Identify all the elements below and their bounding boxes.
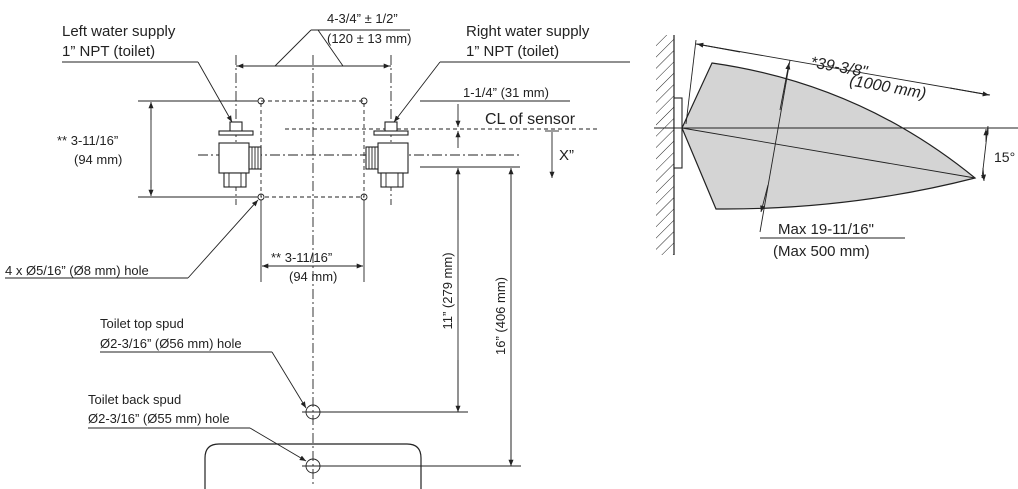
top-spud-label-2: Ø2-3/16” (Ø56 mm) hole	[100, 336, 242, 351]
angle-label: 15°	[994, 149, 1015, 165]
right-valve	[365, 121, 409, 188]
mounting-plate	[260, 100, 365, 198]
spacing-leader-left	[274, 29, 312, 67]
width-dim-line	[759, 59, 791, 233]
x-dim-label: X”	[559, 147, 574, 164]
toilet-tank-outline	[204, 443, 422, 489]
sensor-offset-label: 1-1/4” (31 mm)	[463, 85, 549, 100]
left-valve	[218, 121, 262, 188]
range-dim-line	[695, 43, 991, 96]
back-spud-label-2: Ø2-3/16” (Ø55 mm) hole	[88, 411, 230, 426]
right-supply-label-1: Right water supply	[466, 23, 590, 40]
dim-11-label: 11” (279 mm)	[440, 252, 455, 329]
mount-hole	[360, 97, 368, 105]
sensor-housing	[673, 97, 683, 169]
horizontal-pitch-label-1: ** 3-11/16”	[271, 250, 332, 265]
horizontal-pitch-label-2: (94 mm)	[289, 269, 337, 284]
sensor-range-view: *39-3/8" (1000 mm) 15° Max 19-11/16" (Ma…	[654, 35, 1018, 260]
left-supply-label-1: Left water supply	[62, 23, 176, 40]
spacing-leader-right	[317, 29, 344, 67]
spacing-label-1: 4-3/4” ± 1/2”	[327, 11, 398, 26]
back-spud-label-1: Toilet back spud	[88, 392, 181, 407]
dim-16-label: 16” (406 mm)	[493, 277, 508, 355]
wall-hatch	[656, 35, 674, 255]
plan-view: 4-3/4” ± 1/2” (120 ± 13 mm) Left water s…	[5, 11, 630, 489]
right-supply-label-2: 1” NPT (toilet)	[466, 43, 559, 60]
width-label-2: (Max 500 mm)	[773, 243, 870, 260]
width-label-1: Max 19-11/16"	[778, 221, 874, 238]
spacing-label-2: (120 ± 13 mm)	[327, 31, 411, 46]
vertical-pitch-label-2: (94 mm)	[74, 152, 122, 167]
range-axis	[681, 127, 976, 179]
cl-sensor-label: CL of sensor	[485, 111, 576, 128]
top-spud-label-1: Toilet top spud	[100, 316, 184, 331]
holes-label: 4 x Ø5/16” (Ø8 mm) hole	[5, 263, 149, 278]
vertical-pitch-label-1: ** 3-11/16”	[57, 133, 118, 148]
left-supply-label-2: 1” NPT (toilet)	[62, 43, 155, 60]
